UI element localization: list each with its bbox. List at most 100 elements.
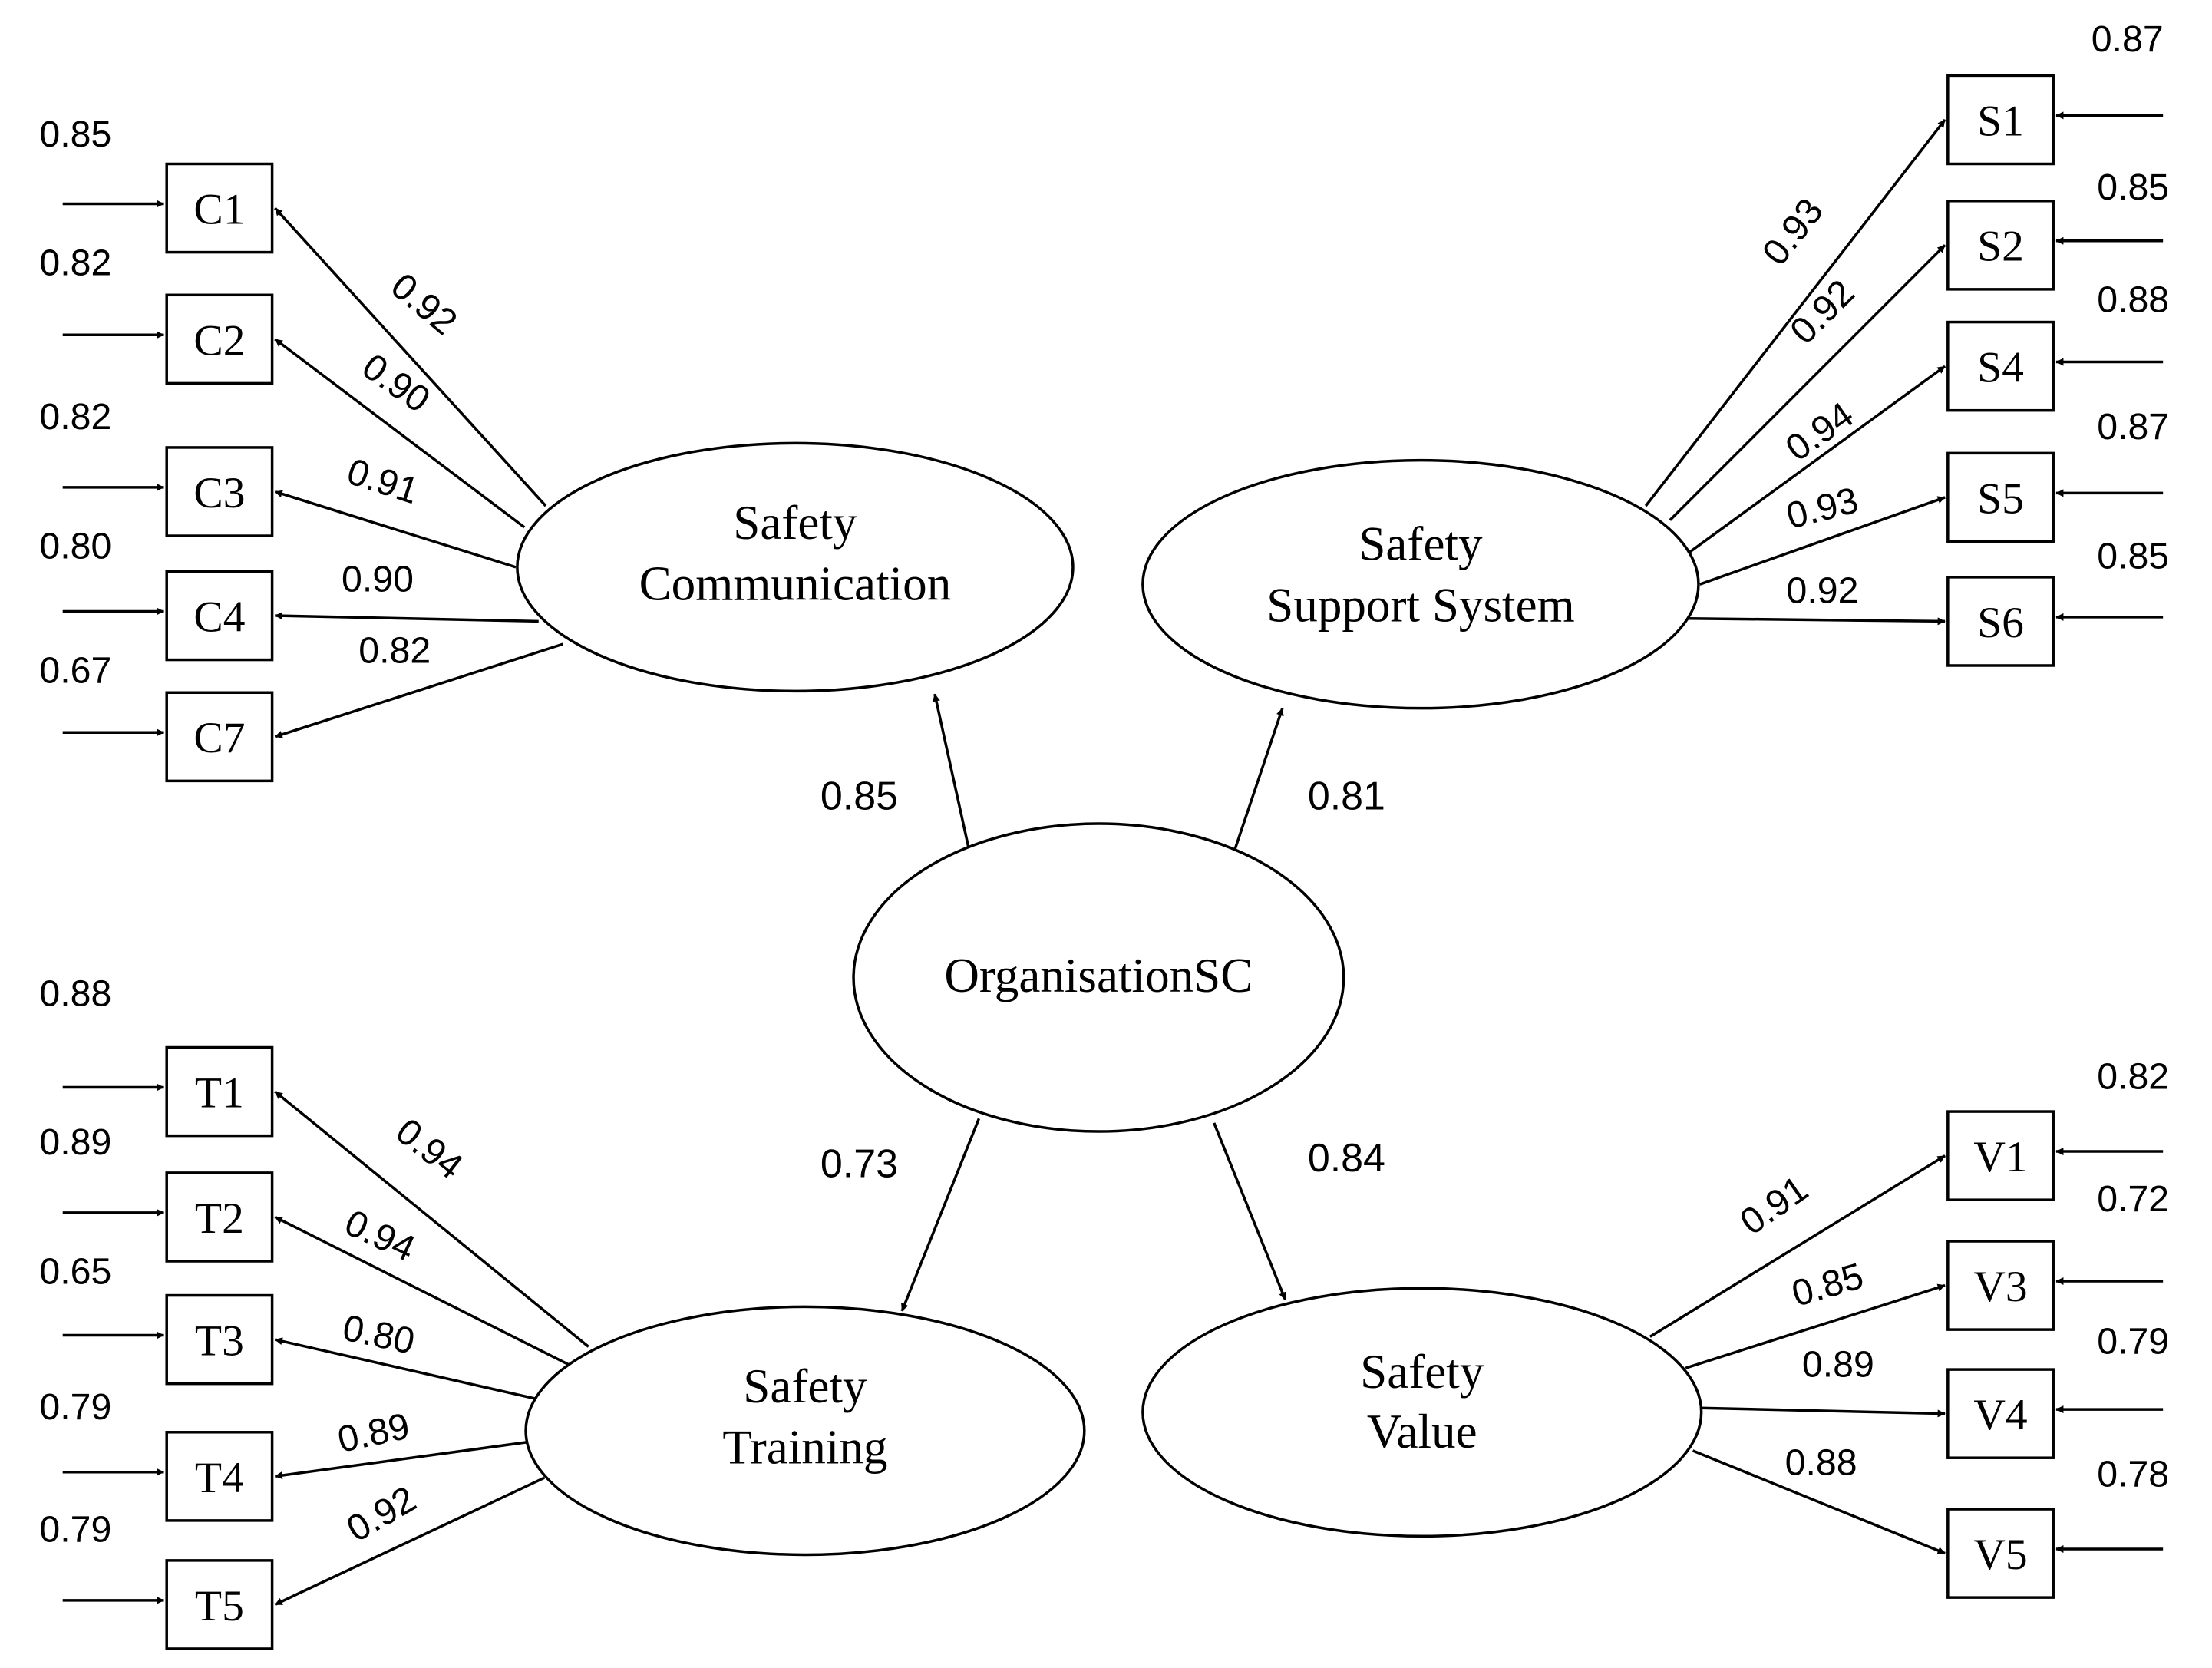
- indicator-label-t4: T4: [195, 1454, 244, 1502]
- central-factor-ellipse: [852, 822, 1345, 1133]
- indicator-label-v3: V3: [1973, 1263, 2027, 1311]
- error-value-s1: 0.87: [2091, 18, 2164, 60]
- factor-ellipse-value: [1141, 1287, 1703, 1538]
- indicator-box-t3: [165, 1293, 274, 1386]
- indicator-label-v4: V4: [1973, 1391, 2027, 1439]
- loading-path-c7: [274, 642, 563, 738]
- loading-path-v5: [1692, 1449, 1946, 1555]
- error-value-t5: 0.79: [39, 1509, 111, 1551]
- factor-label-comm: Safety: [733, 496, 857, 550]
- loading-path-v4: [1699, 1406, 1946, 1418]
- indicator-box-t4: [165, 1431, 274, 1522]
- loading-value-s5: 0.93: [1782, 480, 1862, 537]
- loading-path-t4: [274, 1441, 528, 1480]
- model-text: OrganisationSCSafetyCommunication0.85Saf…: [39, 18, 2169, 1630]
- error-value-v5: 0.78: [2097, 1453, 2169, 1495]
- loading-path-c1: [274, 206, 547, 507]
- loading-value-c3: 0.91: [342, 451, 424, 512]
- indicator-label-v5: V5: [1973, 1531, 2027, 1579]
- loading-value-v3: 0.85: [1788, 1255, 1868, 1315]
- loading-value-v5: 0.88: [1785, 1442, 1857, 1483]
- error-value-v3: 0.72: [2097, 1178, 2169, 1220]
- loading-value-c7: 0.82: [358, 629, 431, 671]
- structural-loading-supp: 0.81: [1308, 774, 1385, 818]
- loading-path-s2: [1669, 244, 1946, 521]
- error-value-s5: 0.87: [2097, 406, 2169, 448]
- indicator-label-c2: C2: [193, 316, 245, 365]
- indicator-label-c1: C1: [193, 185, 245, 233]
- loading-path-c4: [274, 612, 539, 623]
- loading-path-c3: [274, 490, 517, 569]
- loading-value-s6: 0.92: [1787, 570, 1859, 611]
- indicator-box-v5: [1946, 1508, 2055, 1599]
- error-value-c7: 0.67: [39, 649, 111, 691]
- error-value-v4: 0.79: [2097, 1321, 2169, 1362]
- indicator-box-t5: [165, 1559, 274, 1650]
- error-value-s2: 0.85: [2097, 167, 2169, 208]
- indicator-box-c2: [165, 293, 274, 385]
- factor-label-value: Safety: [1360, 1345, 1484, 1399]
- error-value-t1: 0.88: [39, 973, 111, 1015]
- indicator-box-c3: [165, 446, 274, 537]
- structural-path-comm: [933, 693, 971, 850]
- loading-path-c2: [274, 338, 526, 529]
- indicator-label-c4: C4: [193, 593, 245, 641]
- indicator-label-t1: T1: [195, 1069, 244, 1118]
- error-value-s6: 0.85: [2097, 536, 2169, 577]
- error-value-v1: 0.82: [2097, 1055, 2169, 1097]
- loading-path-v1: [1649, 1154, 1946, 1338]
- error-value-c4: 0.80: [39, 526, 111, 567]
- loading-path-s6: [1688, 616, 1946, 626]
- error-value-t3: 0.65: [39, 1251, 111, 1293]
- indicator-box-v4: [1946, 1368, 2055, 1459]
- structural-path-train: [900, 1118, 981, 1312]
- indicator-box-c7: [165, 691, 274, 783]
- loading-path-t5: [274, 1476, 545, 1607]
- indicator-label-t3: T3: [195, 1317, 244, 1366]
- error-value-t4: 0.79: [39, 1386, 111, 1428]
- loading-value-t4: 0.89: [334, 1405, 413, 1461]
- path-arrows: [62, 111, 2164, 1607]
- factor-label-train: Safety: [743, 1359, 867, 1413]
- indicator-box-s2: [1946, 200, 2055, 291]
- indicator-box-s6: [1946, 576, 2055, 667]
- loading-value-t2: 0.94: [338, 1202, 421, 1270]
- indicator-box-v3: [1946, 1240, 2055, 1331]
- indicator-label-s5: S5: [1977, 474, 2024, 523]
- indicator-box-t2: [165, 1171, 274, 1263]
- structural-loading-train: 0.73: [820, 1141, 898, 1186]
- indicator-box-c1: [165, 162, 274, 254]
- factor-label-supp: Safety: [1359, 517, 1483, 571]
- loading-path-t3: [274, 1337, 540, 1401]
- error-value-c3: 0.82: [39, 396, 111, 438]
- central-factor-label: OrganisationSC: [944, 949, 1253, 1002]
- indicator-label-t5: T5: [195, 1582, 244, 1630]
- error-value-c2: 0.82: [39, 242, 111, 283]
- loading-path-s5: [1699, 496, 1946, 586]
- error-value-c1: 0.85: [39, 114, 111, 155]
- loading-value-v4: 0.89: [1802, 1343, 1874, 1385]
- factor-label-supp: Support System: [1266, 578, 1575, 632]
- indicator-box-v1: [1946, 1110, 2055, 1201]
- indicator-label-s6: S6: [1977, 599, 2024, 647]
- indicator-label-t2: T2: [195, 1194, 244, 1243]
- model-shapes: [165, 74, 2055, 1650]
- structural-path-value: [1213, 1122, 1287, 1300]
- loading-value-c1: 0.92: [383, 265, 465, 343]
- structural-loading-value: 0.84: [1308, 1136, 1385, 1181]
- structural-path-supp: [1233, 708, 1284, 853]
- factor-ellipse-supp: [1141, 458, 1700, 710]
- loading-value-v1: 0.91: [1732, 1168, 1815, 1243]
- indicator-box-s5: [1946, 451, 2055, 543]
- indicator-box-s1: [1946, 74, 2055, 166]
- factor-ellipse-comm: [516, 441, 1075, 693]
- indicator-label-v1: V1: [1973, 1133, 2027, 1181]
- factor-label-value: Value: [1367, 1405, 1477, 1458]
- indicator-box-c4: [165, 570, 274, 662]
- loading-path-t2: [274, 1215, 571, 1367]
- indicator-label-s2: S2: [1977, 223, 2024, 271]
- loading-value-s1: 0.93: [1755, 190, 1831, 272]
- loading-value-c4: 0.90: [342, 558, 414, 599]
- indicator-label-c7: C7: [193, 714, 245, 762]
